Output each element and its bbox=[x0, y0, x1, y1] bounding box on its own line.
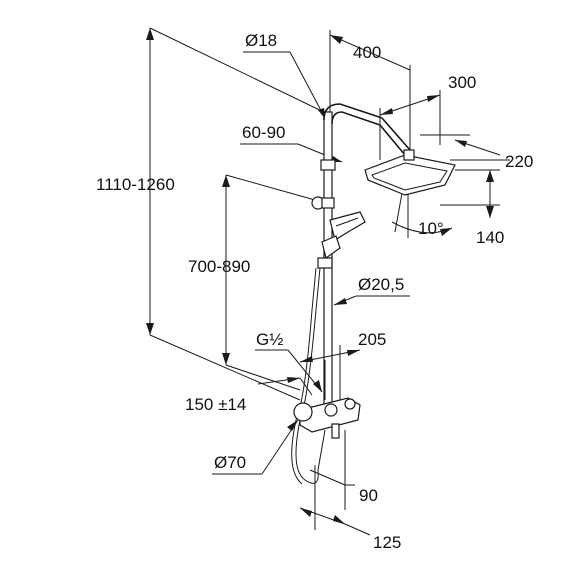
mixer-depth-dimension bbox=[299, 345, 361, 400]
rail-diameter-leader bbox=[333, 295, 410, 306]
center-distance-dimension bbox=[257, 377, 313, 396]
bottom-depth-dimension bbox=[299, 505, 371, 536]
rail-height-label: 700-890 bbox=[188, 257, 250, 276]
head-width-label: 300 bbox=[448, 73, 476, 92]
arm-length-label: 400 bbox=[353, 43, 381, 62]
escutcheon-diameter-leader bbox=[212, 419, 299, 475]
head-height-dimension bbox=[440, 169, 500, 218]
hand-shower-offset-dimension bbox=[309, 430, 355, 510]
connection-thread-leader bbox=[255, 349, 323, 393]
head-height-label: 140 bbox=[476, 228, 504, 247]
head-tilt-label: 10° bbox=[418, 219, 444, 238]
arm-length-dimension bbox=[329, 30, 411, 150]
center-distance-label: 150 ±14 bbox=[185, 395, 246, 414]
top-pipe-diameter-leader bbox=[243, 51, 327, 121]
rain-shower-head bbox=[364, 149, 456, 196]
rail-diameter-label: Ø20,5 bbox=[358, 275, 404, 294]
hand-shower bbox=[291, 211, 366, 485]
bottom-depth-label: 125 bbox=[373, 533, 401, 552]
rail-height-dimension bbox=[222, 174, 316, 391]
top-pipe-diameter-label: Ø18 bbox=[245, 31, 277, 50]
head-depth-dimension bbox=[420, 134, 510, 161]
thermostatic-mixer bbox=[293, 397, 361, 439]
hand-shower-offset-label: 90 bbox=[359, 486, 378, 505]
overall-height-dimension bbox=[146, 27, 331, 401]
mixer-depth-label: 205 bbox=[358, 330, 386, 349]
bracket-spacing-label: 60-90 bbox=[242, 123, 285, 142]
escutcheon-diameter-label: Ø70 bbox=[214, 453, 246, 472]
head-depth-label: 220 bbox=[505, 152, 533, 171]
overall-height-label: 1110-1260 bbox=[96, 175, 175, 194]
connection-thread-label: G½ bbox=[256, 330, 283, 349]
